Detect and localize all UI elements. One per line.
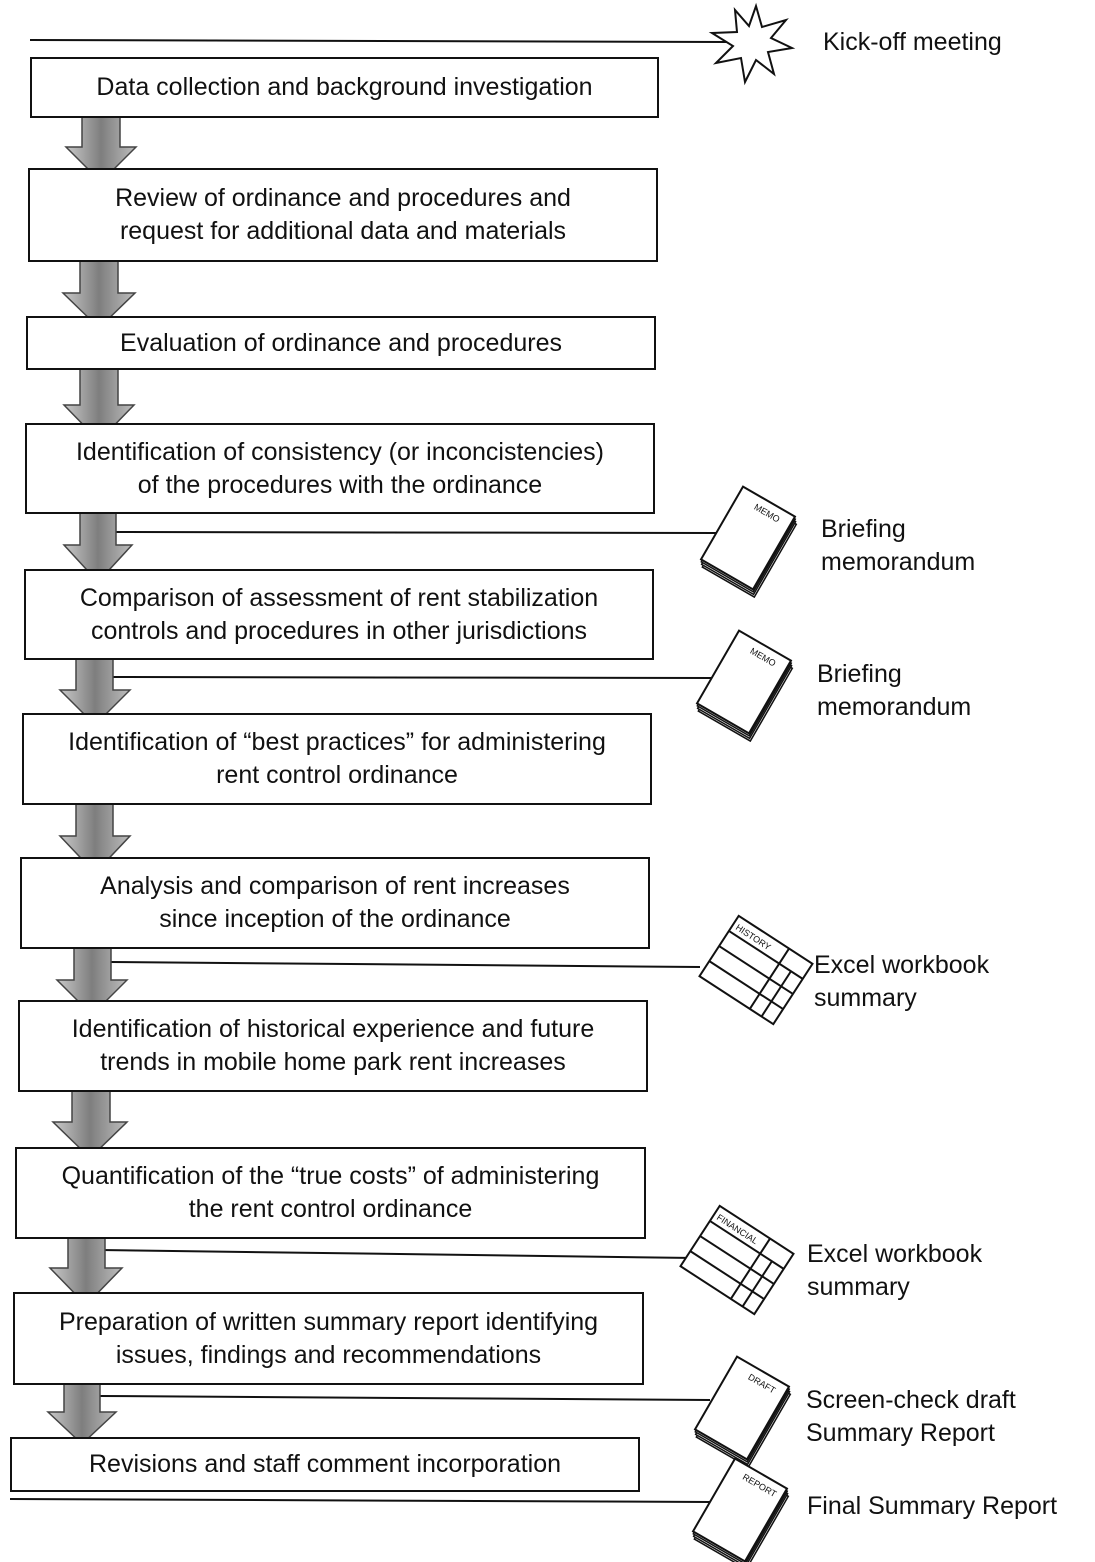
step-label-11: Revisions and staff comment incorporatio… (89, 1450, 561, 1478)
draft-report-label: Screen-check draft Summary Report (806, 1386, 1016, 1447)
briefing-memorandum-label-2: Briefing memorandum (817, 660, 972, 721)
step-label-4: Identification of consistency (or inconc… (75, 437, 605, 499)
kickoff-meeting-label: Kick-off meeting (823, 28, 1002, 56)
step-box-9: Quantification of the “true costs” of ad… (15, 1147, 646, 1239)
down-arrow-2 (61, 259, 137, 330)
step-label-8: Identification of historical experience … (71, 1015, 595, 1076)
step-label-5: Comparison of assessment of rent stabili… (79, 583, 599, 645)
down-arrow-8 (51, 1089, 129, 1160)
memo-line-2 (109, 676, 713, 679)
step-label-9: Quantification of the “true costs” of ad… (61, 1162, 600, 1223)
draft-document-icon: DRAFT (693, 1355, 792, 1469)
final-line (9, 1498, 711, 1503)
step-label-6: Identification of “best practices” for a… (68, 728, 606, 789)
briefing-memorandum-label-1: Briefing memorandum (821, 515, 976, 576)
memo-document-icon: MEMO (699, 485, 798, 599)
step-box-7: Analysis and comparison of rent increase… (20, 857, 650, 949)
memo-document-icon: MEMO (695, 629, 794, 743)
excel-workbook-label-2: Excel workbook summary (807, 1240, 983, 1301)
step-label-2: Review of ordinance and procedures and r… (115, 184, 571, 245)
step-label-7: Analysis and comparison of rent increase… (100, 872, 570, 933)
step-box-1: Data collection and background investiga… (30, 57, 659, 118)
step-label-3: Evaluation of ordinance and procedures (120, 328, 562, 357)
step-box-5: Comparison of assessment of rent stabili… (24, 569, 654, 660)
down-arrow-4 (62, 511, 134, 584)
draft-line (99, 1395, 711, 1401)
memo-line-1 (114, 531, 717, 534)
final-report-label: Final Summary Report (807, 1492, 1058, 1520)
step-box-2: Review of ordinance and procedures and r… (28, 168, 658, 262)
report-document-icon: REPORT (691, 1457, 790, 1562)
excel-workbook-label-1: Excel workbook summary (814, 951, 990, 1012)
step-box-3: Evaluation of ordinance and procedures (26, 316, 656, 370)
step-box-8: Identification of historical experience … (18, 1000, 648, 1092)
step-label-1: Data collection and background investiga… (96, 73, 593, 101)
step-box-4: Identification of consistency (or inconc… (25, 423, 655, 514)
starburst-icon (708, 2, 796, 86)
step-box-11: Revisions and staff comment incorporatio… (10, 1437, 640, 1492)
financial-line (99, 1249, 696, 1259)
down-arrow-6 (58, 803, 132, 875)
down-arrow-9 (48, 1235, 124, 1307)
step-box-10: Preparation of written summary report id… (13, 1292, 644, 1385)
step-box-6: Identification of “best practices” for a… (22, 713, 652, 805)
spreadsheet-icon: FINANCIAL (679, 1204, 795, 1316)
down-arrow-7 (55, 944, 129, 1017)
history-line (109, 961, 701, 968)
kickoff-line (29, 39, 729, 43)
step-label-10: Preparation of written summary report id… (58, 1307, 599, 1369)
down-arrow-1 (64, 114, 138, 184)
down-arrow-10 (46, 1383, 118, 1446)
spreadsheet-icon: HISTORY (698, 914, 814, 1026)
down-arrow-5 (58, 657, 132, 727)
